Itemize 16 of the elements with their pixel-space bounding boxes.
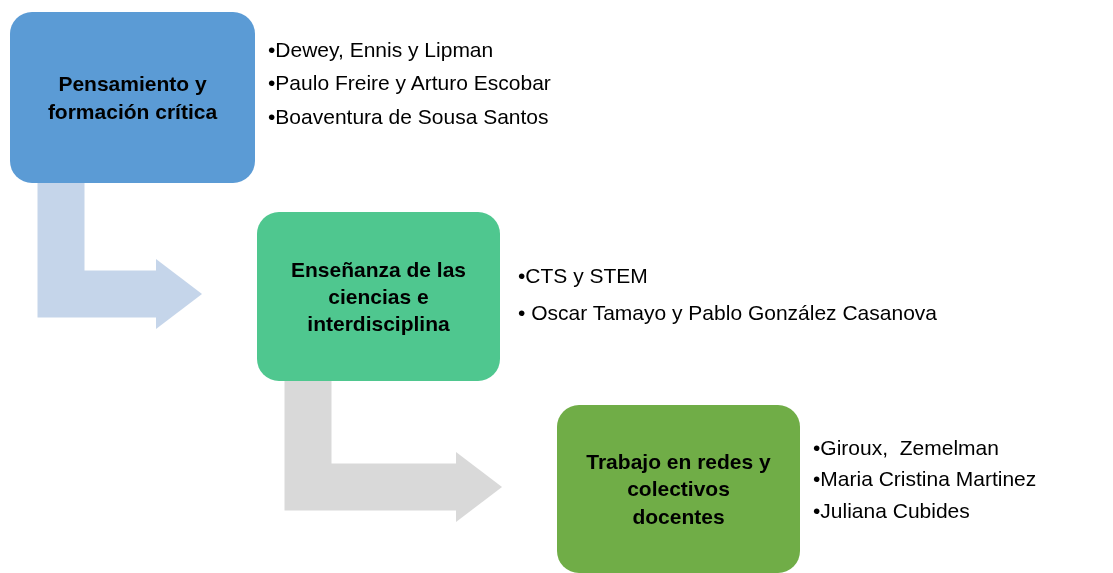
process-box <box>10 12 255 183</box>
bullet-text: •Giroux, Zemelman <box>813 435 999 461</box>
box-title: Enseñanza de las ciencias e interdisciplina <box>289 256 468 338</box>
bent-arrow <box>37 183 202 329</box>
box-title: Trabajo en redes y colectivos docentes <box>585 449 772 530</box>
bullet-text: •Boaventura de Sousa Santos <box>268 103 549 130</box>
process-box <box>257 212 500 381</box>
bullet-text: •CTS y STEM <box>518 263 648 289</box>
bullet-text: •Paulo Freire y Arturo Escobar <box>268 70 551 97</box>
bullet-text: •Maria Cristina Martinez <box>813 466 1037 493</box>
bullet-text: •Juliana Cubides <box>813 497 970 524</box>
box-title: Pensamiento y formación crítica <box>46 71 219 125</box>
bent-arrow <box>284 381 502 522</box>
bullet-text: •Dewey, Ennis y Lipman <box>268 37 494 63</box>
process-box <box>557 405 800 573</box>
bullet-text: • Oscar Tamayo y Pablo González Casanova <box>518 300 937 327</box>
